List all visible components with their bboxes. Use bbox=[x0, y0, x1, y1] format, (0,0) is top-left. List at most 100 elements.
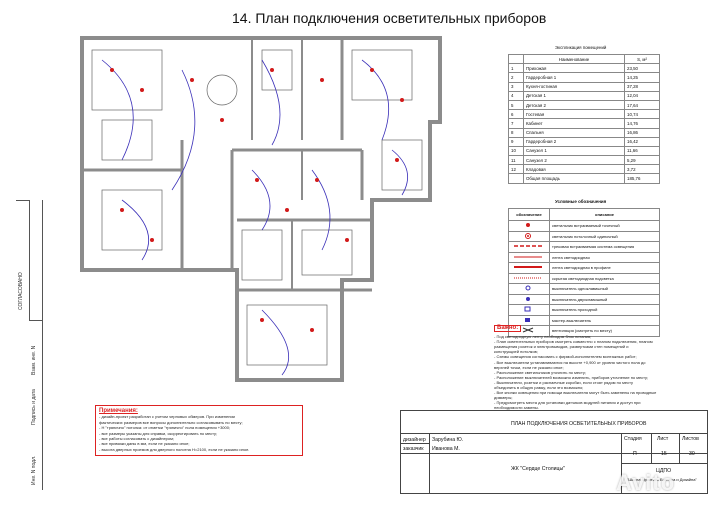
room-num: 9 bbox=[508, 136, 524, 147]
room-num: 8 bbox=[508, 127, 524, 138]
tb-divider bbox=[429, 433, 430, 493]
tb-sheets-label: Листов bbox=[682, 436, 699, 442]
legend-symbol bbox=[508, 314, 550, 326]
note-line: - H "тряпично" потолка: от отметки "тряп… bbox=[99, 425, 231, 431]
tb-divider bbox=[651, 433, 652, 463]
tb-client-name: Иванова М. bbox=[432, 446, 460, 452]
legend-desc: выключатель двухклавишный bbox=[549, 293, 660, 305]
legend-desc: светильник потолочный одиночный bbox=[549, 230, 660, 242]
room-num: 12 bbox=[508, 164, 524, 175]
room-num: 1 bbox=[508, 63, 524, 74]
note-line: - Выключатели, розетки и распаечные коро… bbox=[494, 379, 634, 385]
legend-caption: Условные обозначения bbox=[555, 199, 607, 204]
tb-org-full: "Школа Практики Бизнеса и Дизайна" bbox=[627, 477, 697, 482]
note-line: - План осветительных приборов смотреть с… bbox=[494, 339, 653, 345]
legend-desc: лента светодиодная bbox=[549, 251, 660, 263]
room-name: Кухня-гостиная bbox=[523, 81, 625, 92]
sheet-title: 14. План подключения осветительных прибо… bbox=[232, 10, 547, 26]
tb-sheet-title: ПЛАН ПОДКЛЮЧЕНИЯ ОСВЕТИТЕЛЬНЫХ ПРИБОРОВ bbox=[511, 421, 647, 427]
table-row: лента светодиодная bbox=[508, 251, 660, 263]
room-num: 5 bbox=[508, 99, 524, 111]
room-area: 14,25 bbox=[624, 72, 660, 83]
room-area: 12,04 bbox=[624, 90, 660, 101]
legend-desc: вентиляция (смотреть по месту) bbox=[549, 325, 660, 337]
room-area: 185,76 bbox=[624, 173, 660, 184]
note-line: необходимости замены. bbox=[494, 405, 539, 411]
general-notes: Примечания: - дизайн-проект разработан с… bbox=[95, 405, 303, 457]
legend-symbol bbox=[508, 220, 550, 232]
legend-col-symbol: обозначение bbox=[508, 208, 550, 221]
note-line: - все размеры указаны для справки, скорр… bbox=[99, 430, 218, 436]
strip-col-1 bbox=[16, 200, 30, 321]
note-line: - Расположение выключателей возможно изм… bbox=[494, 374, 649, 380]
legend-desc: скрытая светодиодная подсветка bbox=[549, 272, 660, 284]
plan-fixtures bbox=[110, 68, 404, 332]
room-num: 2 bbox=[508, 72, 524, 83]
table-row: лента светодиодная в профиле bbox=[508, 262, 660, 274]
tb-divider bbox=[401, 443, 429, 444]
note-line: конструкцией потолков; bbox=[494, 349, 538, 355]
strip-label-replace: Взам. инв. N bbox=[31, 345, 37, 375]
tb-stage-label: Стадия bbox=[624, 436, 642, 442]
legend-symbol bbox=[508, 262, 550, 274]
note-line: диммеры; bbox=[494, 395, 513, 401]
note-line: - Предусмотреть места для установки датч… bbox=[494, 400, 641, 406]
room-name: Спальня bbox=[523, 127, 625, 138]
legend-desc: трековая встраиваемая система освещения bbox=[549, 241, 660, 253]
note-line: фактических размеров все вопросы дополни… bbox=[99, 419, 243, 425]
note-line: - высота дверных проемов для дверного по… bbox=[99, 446, 250, 452]
note-line: - все привязки даны в мм, если не указан… bbox=[99, 441, 190, 447]
rooms-table-caption: Экспликация помещений bbox=[555, 45, 607, 50]
legend-desc: выключатель проходной bbox=[549, 304, 660, 316]
tb-divider bbox=[401, 433, 707, 434]
room-num: 4 bbox=[508, 90, 524, 101]
note-line: - Под светодиодную ленту необходим блок … bbox=[494, 334, 592, 340]
room-num: 3 bbox=[508, 81, 524, 92]
room-area: 23,50 bbox=[624, 63, 660, 74]
legend-symbol bbox=[508, 272, 550, 284]
table-row: скрытая светодиодная подсветка bbox=[508, 272, 660, 284]
strip-label-inv: Инв. N подл. bbox=[31, 455, 37, 485]
tb-divider bbox=[401, 453, 707, 454]
legend-symbol bbox=[508, 293, 550, 305]
room-area: 37,28 bbox=[624, 81, 660, 92]
tb-sheets: 30 bbox=[689, 451, 695, 457]
note-line: - Схемы освещения согласовать с фирмой-и… bbox=[494, 354, 637, 360]
tb-org-short: ЦДПО bbox=[656, 468, 672, 474]
tb-sheet-label: Лист bbox=[657, 436, 669, 442]
tb-stage: П bbox=[633, 451, 637, 457]
tb-sheet: 15 bbox=[661, 451, 667, 457]
room-name: Кабинет bbox=[523, 118, 625, 129]
legend-symbol bbox=[508, 304, 550, 316]
note-line: верхней точки, если не указано иное; bbox=[494, 364, 564, 370]
legend-table: обозначение описание светильник встраива… bbox=[508, 208, 660, 337]
rooms-table-header: Наименование S, м² bbox=[508, 53, 660, 65]
legend-symbol bbox=[508, 230, 550, 242]
room-area: 11,66 bbox=[624, 145, 660, 157]
tb-designer-label: дизайнер bbox=[403, 437, 426, 443]
note-line: - все работы согласовать с дизайнером; bbox=[99, 436, 174, 442]
room-area: 17,64 bbox=[624, 99, 660, 111]
strip-label-signature: Подпись и дата bbox=[31, 389, 37, 425]
legend-symbol bbox=[508, 251, 550, 263]
strip-label-agreed: СОГЛАСОВАНО bbox=[18, 272, 24, 310]
tb-project: ЖК "Сердце Столицы" bbox=[511, 466, 566, 472]
room-area: 5,29 bbox=[624, 155, 660, 166]
note-line: размещения розеток и электровыводов, раз… bbox=[494, 344, 629, 350]
avito-watermark: Avito bbox=[616, 470, 676, 495]
room-num: 7 bbox=[508, 118, 524, 129]
room-name: Прихожая bbox=[523, 63, 625, 74]
note-line: - Все выключатели устанавливаются на выс… bbox=[494, 359, 646, 365]
tb-divider bbox=[621, 463, 707, 464]
